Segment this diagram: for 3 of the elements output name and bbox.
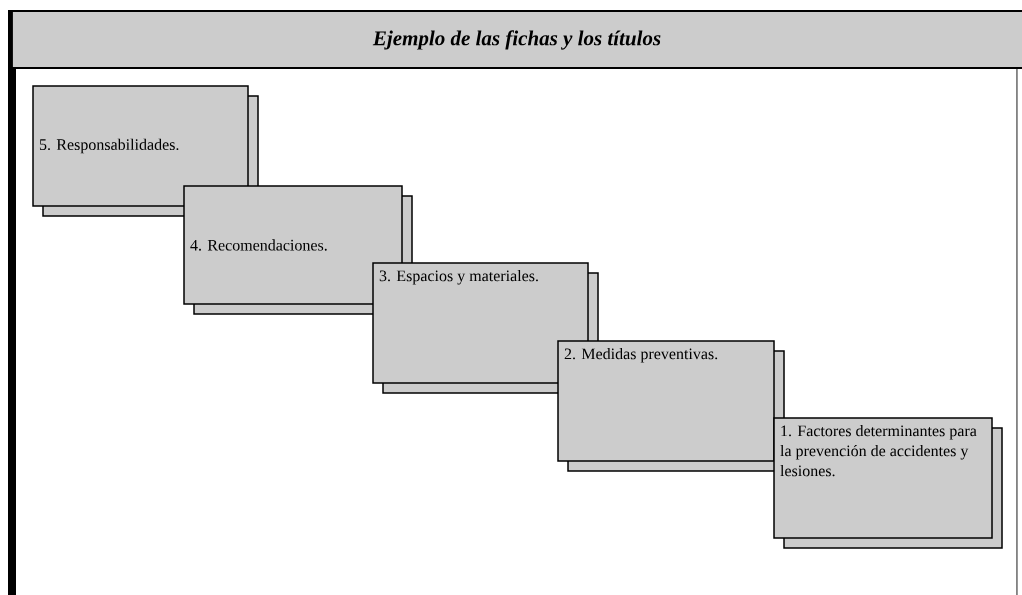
title-bar: Ejemplo de las fichas y los títulos [11, 10, 1022, 69]
stacked-card: 1. Factores determinantes para la prevención de accidentes y lesiones. [773, 417, 1003, 549]
stacked-card: 5. Responsabilidades. [32, 85, 259, 217]
